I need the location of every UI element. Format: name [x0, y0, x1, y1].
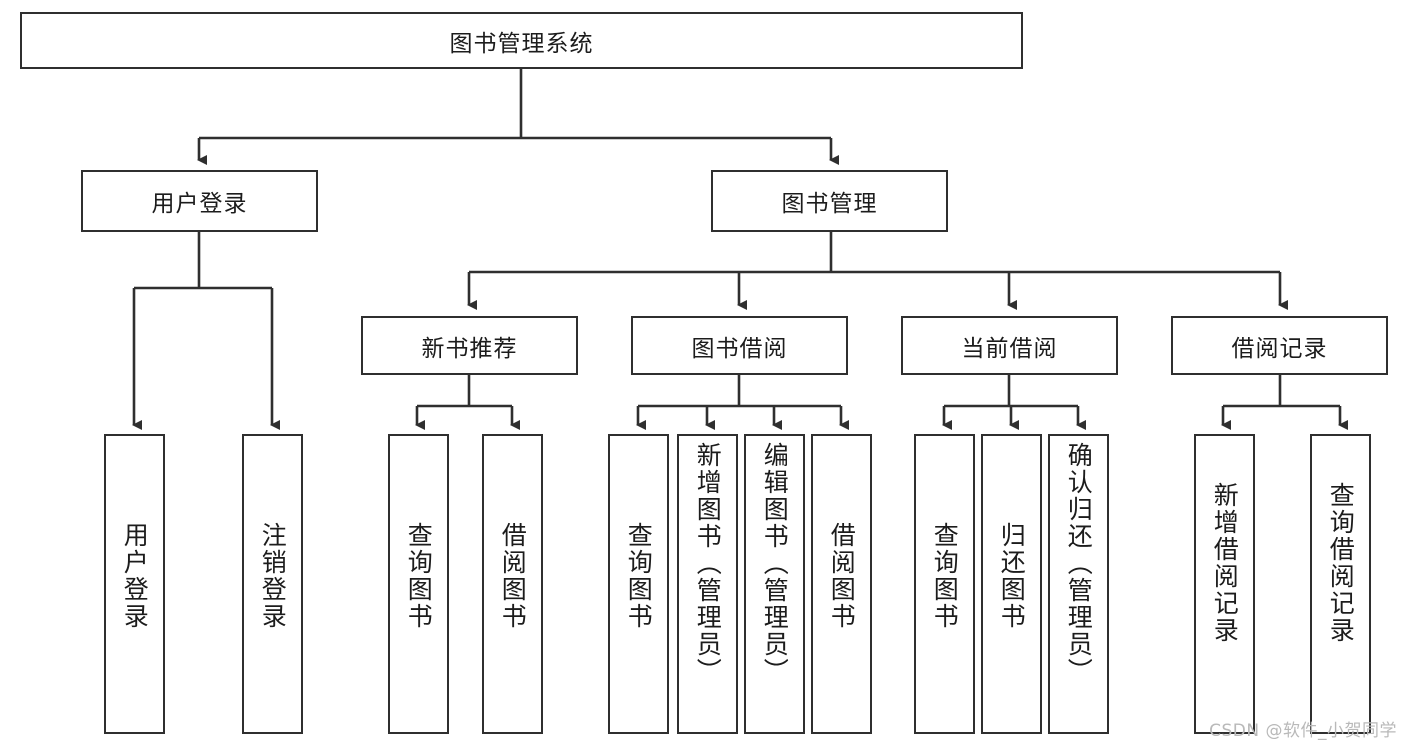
leaf-book-borrow-add-book-admin[interactable]: 新增图书（管理员）: [677, 434, 738, 734]
node-label: 图书管理系统: [449, 30, 594, 57]
leaf-new-book-query-book[interactable]: 查询图书: [388, 434, 449, 734]
node-label: 查询图书: [930, 522, 960, 630]
node-label: 注销登录: [258, 522, 288, 630]
node-book-management[interactable]: 图书管理: [711, 170, 948, 232]
node-current-borrow[interactable]: 当前借阅: [901, 316, 1118, 375]
leaf-borrow-record-query-record[interactable]: 查询借阅记录: [1310, 434, 1371, 734]
node-label: 查询图书: [404, 522, 434, 630]
node-label: 新书推荐: [421, 335, 518, 362]
leaf-current-borrow-query-book[interactable]: 查询图书: [914, 434, 975, 734]
csdn-watermark: CSDN @软件_小贺同学: [1209, 721, 1397, 741]
node-label: 归还图书: [997, 522, 1027, 630]
leaf-book-borrow-query-book[interactable]: 查询图书: [608, 434, 669, 734]
leaf-user-login-do-login[interactable]: 用户登录: [104, 434, 165, 734]
node-label: 编辑图书（管理员）: [760, 442, 790, 685]
node-label: 图书管理: [781, 191, 878, 217]
leaf-current-borrow-confirm-return-admin[interactable]: 确认归还（管理员）: [1048, 434, 1109, 734]
node-borrow-record[interactable]: 借阅记录: [1171, 316, 1388, 375]
node-label: 借阅图书: [827, 522, 857, 630]
node-label: 新增借阅记录: [1210, 482, 1240, 644]
leaf-new-book-borrow-book[interactable]: 借阅图书: [482, 434, 543, 734]
node-label: 当前借阅: [961, 335, 1058, 362]
node-label: 查询借阅记录: [1326, 482, 1356, 644]
node-user-login[interactable]: 用户登录: [81, 170, 318, 232]
leaf-book-borrow-borrow-book[interactable]: 借阅图书: [811, 434, 872, 734]
node-root-book-management-system[interactable]: 图书管理系统: [20, 12, 1023, 69]
leaf-current-borrow-return-book[interactable]: 归还图书: [981, 434, 1042, 734]
leaf-book-borrow-edit-book-admin[interactable]: 编辑图书（管理员）: [744, 434, 805, 734]
node-label: 用户登录: [120, 522, 150, 630]
leaf-borrow-record-add-record[interactable]: 新增借阅记录: [1194, 434, 1255, 734]
node-label: 借阅记录: [1231, 335, 1328, 362]
node-label: 借阅图书: [498, 522, 528, 630]
leaf-user-login-logout[interactable]: 注销登录: [242, 434, 303, 734]
node-label: 图书借阅: [691, 335, 788, 362]
node-label: 确认归还（管理员）: [1064, 442, 1094, 685]
node-book-borrow[interactable]: 图书借阅: [631, 316, 848, 375]
node-label: 用户登录: [151, 191, 248, 217]
node-label: 新增图书（管理员）: [693, 442, 723, 685]
node-new-book-recommend[interactable]: 新书推荐: [361, 316, 578, 375]
node-label: 查询图书: [624, 522, 654, 630]
